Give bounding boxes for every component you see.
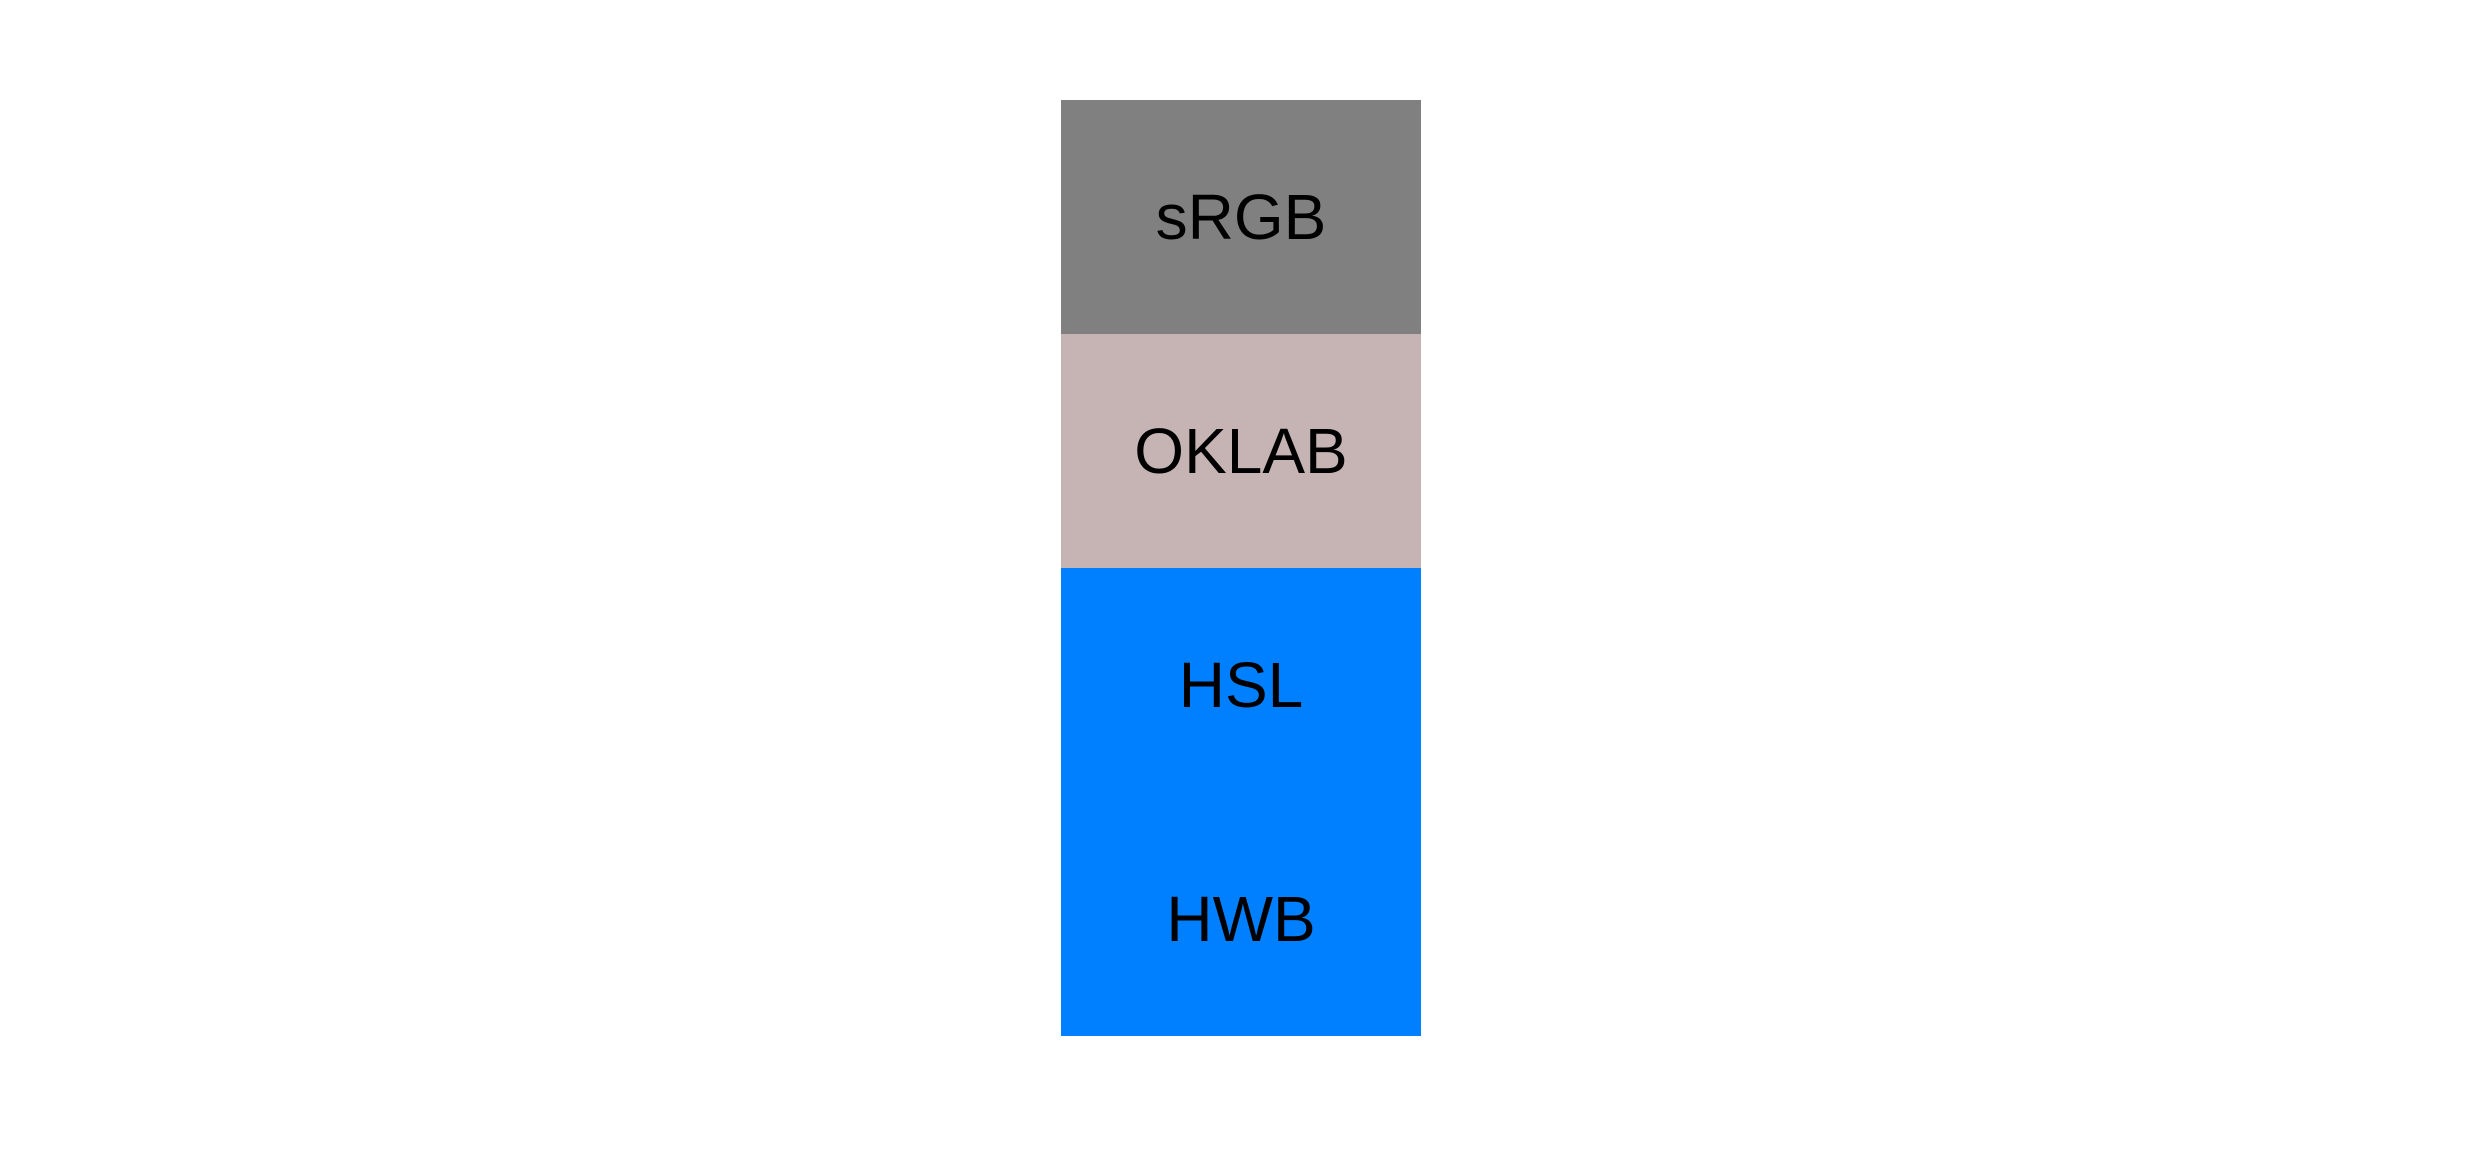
swatch-hwb-label: HWB [1166,883,1316,955]
swatch-oklab: OKLAB [1061,334,1421,568]
color-swatch-stack: sRGB OKLAB HSL HWB [1061,100,1421,1036]
swatch-srgb-label: sRGB [1155,181,1327,253]
swatch-hsl: HSL [1061,568,1421,802]
swatch-hsl-label: HSL [1178,649,1304,721]
swatch-hwb: HWB [1061,802,1421,1036]
swatch-srgb: sRGB [1061,100,1421,334]
swatch-oklab-label: OKLAB [1134,415,1348,487]
